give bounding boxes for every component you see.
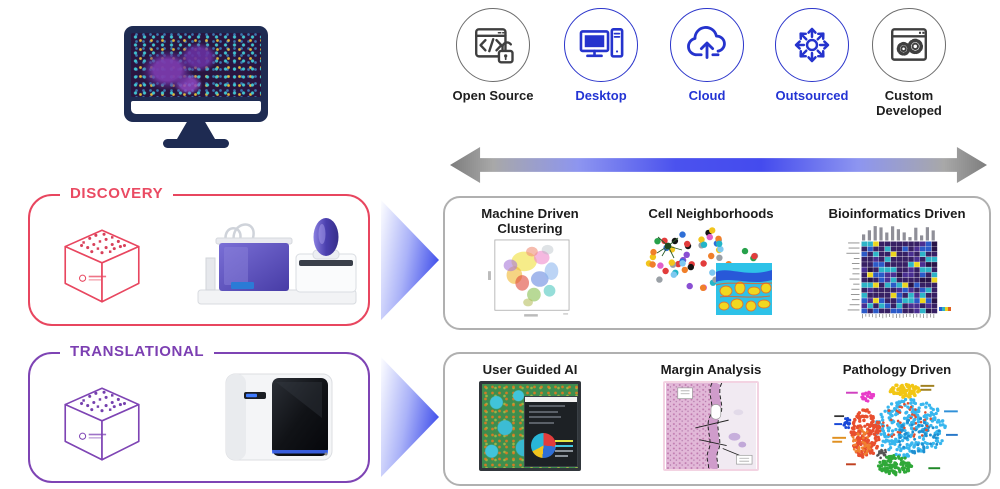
umap-clusters-graphic xyxy=(488,239,570,317)
analysis-title: Pathology Driven xyxy=(842,362,952,377)
histology-margin-graphic xyxy=(663,381,759,472)
analysis-title: Bioinformatics Driven xyxy=(828,206,966,221)
phenotype-pie-chart xyxy=(530,432,556,458)
monitor-stand xyxy=(177,122,215,139)
approach-label-custom-developed: Custom Developed xyxy=(876,88,942,118)
code-unlock-icon xyxy=(456,8,530,82)
spectrum-gradient-arrow xyxy=(450,147,987,183)
software-screenshot-graphic xyxy=(479,381,581,472)
software-side-panel xyxy=(523,395,578,467)
discovery-label: DISCOVERY xyxy=(60,185,174,202)
monitor-illustration xyxy=(124,26,268,150)
desktop-computer-icon xyxy=(564,8,638,82)
approach-label-open-source: Open Source xyxy=(452,88,534,103)
monitor-base xyxy=(163,139,229,148)
multiplex-tissue-image xyxy=(131,33,261,97)
discovery-reagent-cube xyxy=(64,229,140,303)
discovery-analysis-panel: Machine Driven Clustering xyxy=(443,196,991,330)
analysis-title: Machine Driven Clustering xyxy=(481,206,579,237)
pie-legend xyxy=(554,437,573,457)
translational-instrument xyxy=(225,373,333,461)
cell-neighborhoods-graphic xyxy=(636,223,786,319)
translational-analysis-panel: User Guided AI Margin Analysis xyxy=(443,352,991,486)
approach-desktop: Desktop xyxy=(551,8,651,104)
approach-label-cloud: Cloud xyxy=(688,88,726,103)
discovery-section: DISCOVERY xyxy=(28,185,370,326)
discovery-flow-arrow xyxy=(381,200,439,320)
clustered-heatmap-graphic xyxy=(846,226,951,319)
discovery-instrument xyxy=(197,218,357,305)
analysis-bioinformatics-driven: Bioinformatics Driven xyxy=(807,198,987,328)
translational-label: TRANSLATIONAL xyxy=(60,343,215,360)
approach-label-outsourced: Outsourced xyxy=(775,88,849,103)
tsne-clusters-graphic xyxy=(832,382,958,477)
monitor-bottom-strip xyxy=(131,101,261,114)
analysis-cell-neighborhoods: Cell Neighborhoods xyxy=(615,198,807,328)
approach-label-desktop: Desktop xyxy=(575,88,627,103)
approach-outsourced: Outsourced xyxy=(762,8,862,104)
analysis-title: Margin Analysis xyxy=(660,362,762,377)
approach-open-source: Open Source xyxy=(443,8,543,104)
analysis-title: Cell Neighborhoods xyxy=(648,206,774,221)
window-gears-icon xyxy=(872,8,946,82)
translational-section: TRANSLATIONAL xyxy=(28,343,370,483)
monitor-frame xyxy=(124,26,268,122)
analysis-title: User Guided AI xyxy=(482,362,578,377)
voronoi-tissue-graphic xyxy=(716,263,772,316)
radiating-arrows-icon xyxy=(775,8,849,82)
analysis-pathology-driven: Pathology Driven xyxy=(807,354,987,484)
cloud-upload-icon xyxy=(670,8,744,82)
translational-flow-arrow xyxy=(381,357,439,477)
analysis-user-guided-ai: User Guided AI xyxy=(445,354,615,484)
translational-reagent-cube xyxy=(64,387,140,461)
analysis-machine-driven-clustering: Machine Driven Clustering xyxy=(445,198,615,328)
approach-custom-developed: Custom Developed xyxy=(859,8,959,118)
analysis-margin-analysis: Margin Analysis xyxy=(615,354,807,484)
approach-cloud: Cloud xyxy=(657,8,757,104)
